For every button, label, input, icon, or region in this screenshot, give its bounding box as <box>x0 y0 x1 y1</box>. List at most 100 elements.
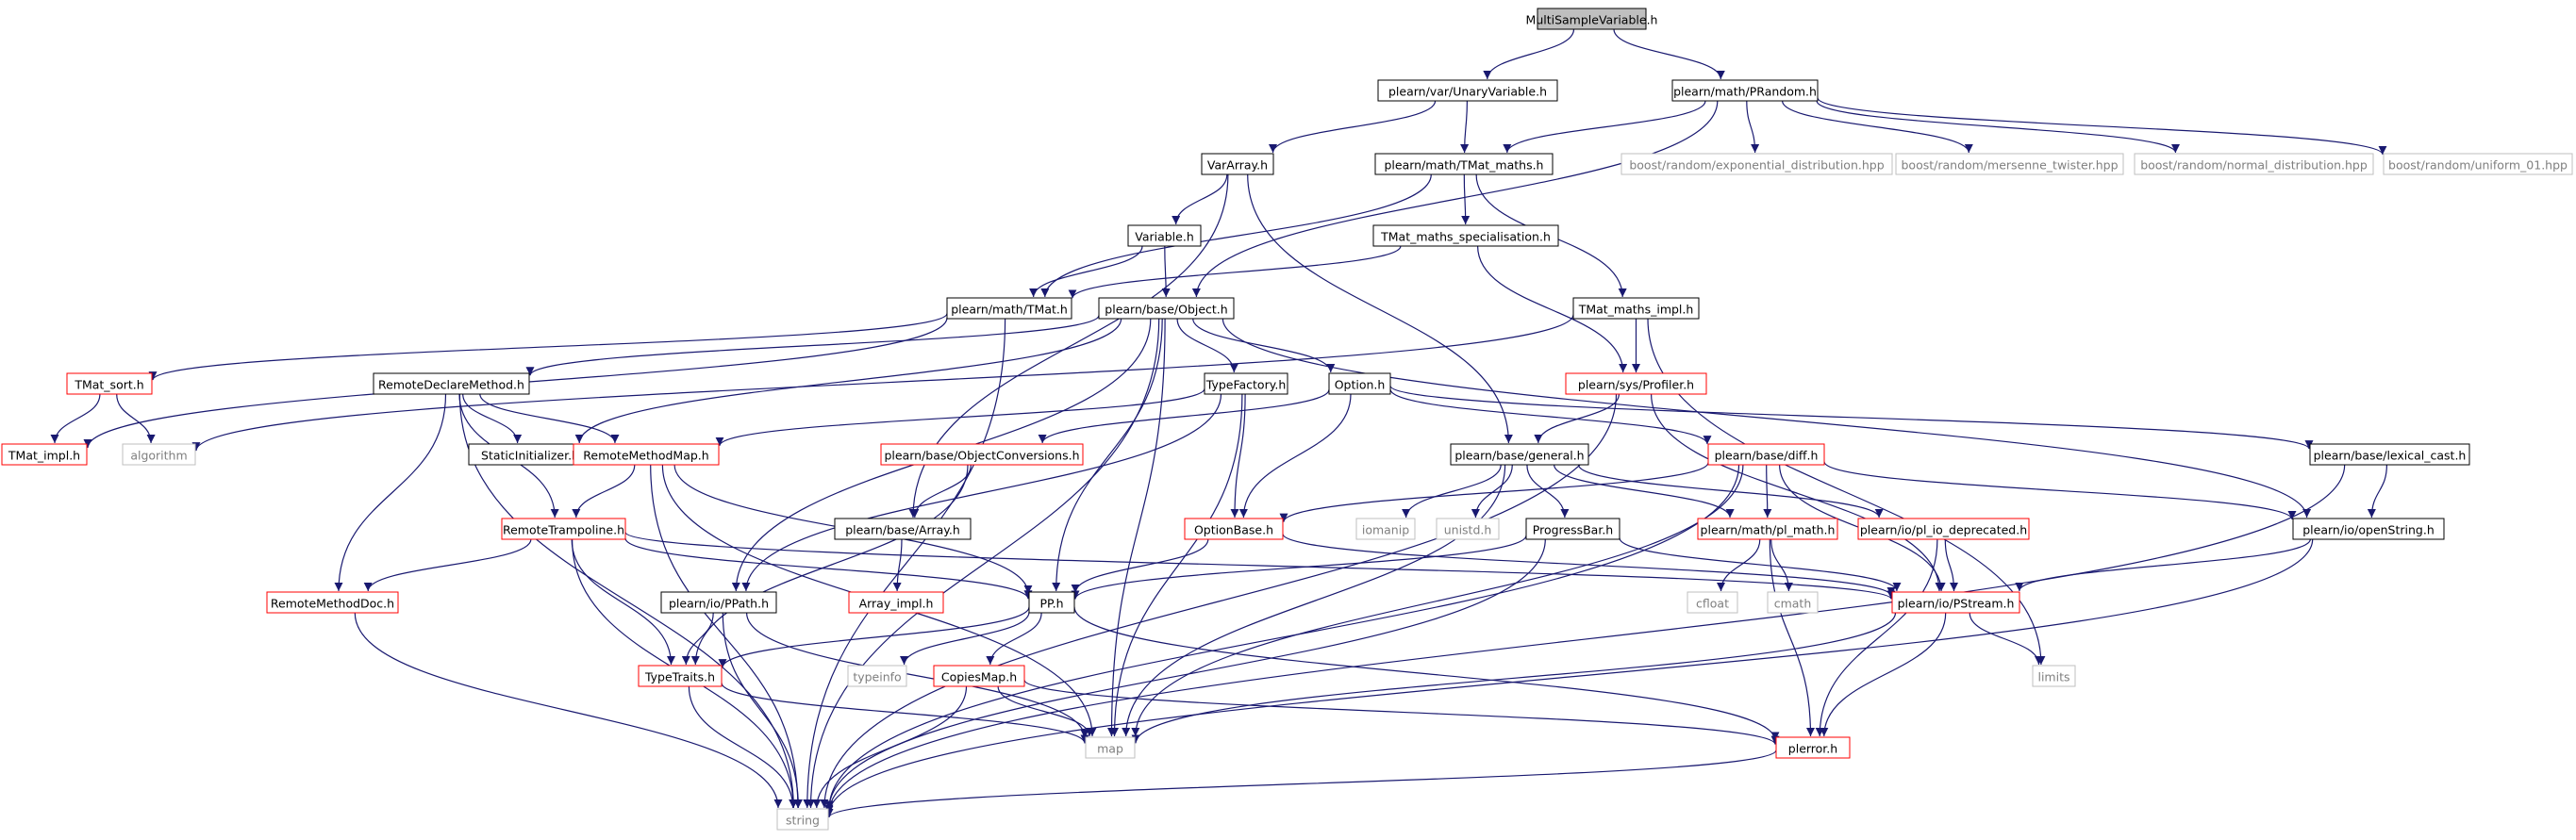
edge-general-to-iomanip <box>1402 464 1502 519</box>
node-copiesmap[interactable]: CopiesMap.h <box>933 665 1025 687</box>
node-diff[interactable]: plearn/base/diff.h <box>1707 443 1825 466</box>
node-array[interactable]: plearn/base/Array.h <box>834 518 972 540</box>
node-label: CopiesMap.h <box>941 670 1017 684</box>
node-box <box>2134 153 2374 175</box>
edge-object-to-option <box>1192 318 1336 373</box>
node-limits[interactable]: limits <box>2032 665 2076 687</box>
node-box <box>1 443 88 466</box>
edge-rmm-to-rtramp <box>572 464 636 519</box>
node-box <box>946 297 1072 320</box>
node-tmatmaths[interactable]: plearn/math/TMat_maths.h <box>1374 153 1554 175</box>
node-box <box>1671 79 1819 102</box>
node-box <box>1355 518 1416 540</box>
edge-rtramp-to-pstream <box>624 532 1896 600</box>
node-label: string <box>786 814 820 828</box>
node-pliodep[interactable]: plearn/io/pl_io_deprecated.h <box>1857 518 2030 540</box>
node-label: ProgressBar.h <box>1533 523 1613 537</box>
node-iomanip[interactable]: iomanip <box>1355 518 1416 540</box>
node-label: plearn/io/PStream.h <box>1898 597 2015 611</box>
edge-object-to-rdm <box>525 315 1100 376</box>
node-box <box>2383 153 2573 175</box>
edge-general-to-unistd <box>1471 464 1513 519</box>
node-typeinfo[interactable]: typeinfo <box>847 665 907 687</box>
node-bmt[interactable]: boost/random/mersenne_twister.hpp <box>1895 153 2124 175</box>
edge-prandom-to-bmt <box>1782 100 1973 154</box>
edge-rdm-to-staticinit <box>462 393 523 444</box>
node-label: RemoteDeclareMethod.h <box>378 378 524 392</box>
node-tsort[interactable]: TMat_sort.h <box>66 372 153 395</box>
edges-layer <box>50 28 2387 818</box>
node-cfloat[interactable]: cfloat <box>1687 591 1738 614</box>
node-tmat[interactable]: plearn/math/TMat.h <box>946 297 1072 320</box>
node-typefactory[interactable]: TypeFactory.h <box>1204 372 1288 395</box>
node-arrayimpl[interactable]: Array_impl.h <box>848 591 944 614</box>
node-label: PP.h <box>1039 597 1063 611</box>
node-object[interactable]: plearn/base/Object.h <box>1098 297 1235 320</box>
node-optionbase[interactable]: OptionBase.h <box>1184 518 1284 540</box>
node-tmimpl[interactable]: TMat_maths_impl.h <box>1572 297 1700 320</box>
edge-progress-to-pp <box>1071 535 1527 600</box>
node-buni[interactable]: boost/random/uniform_01.hpp <box>2383 153 2573 175</box>
edge-optionbase-to-pp <box>1071 538 1209 594</box>
edge-copiesmap-to-string <box>812 685 968 809</box>
edge-typetraits-to-string <box>688 685 798 809</box>
node-unistd[interactable]: unistd.h <box>1436 518 1500 540</box>
node-box <box>1201 153 1274 175</box>
node-rmdoc[interactable]: RemoteMethodDoc.h <box>266 591 399 614</box>
node-box <box>66 372 153 395</box>
edge-tmat-to-string <box>803 318 1006 809</box>
node-progress[interactable]: ProgressBar.h <box>1525 518 1620 540</box>
edge-diff-to-plmath <box>1763 464 1772 519</box>
edge-rdm-to-rmdoc <box>334 393 447 592</box>
node-variable[interactable]: Variable.h <box>1127 224 1202 247</box>
node-label: boost/random/uniform_01.hpp <box>2388 158 2568 173</box>
node-tmatimpl[interactable]: TMat_impl.h <box>1 443 88 466</box>
edge-progress-to-string <box>824 538 1546 810</box>
edge-optionbase-to-pstream <box>1282 534 1896 597</box>
node-label: TMat_sort.h <box>74 378 143 392</box>
edge-lexcast-to-string <box>824 464 2346 814</box>
node-rtramp[interactable]: RemoteTrampoline.h <box>501 518 626 540</box>
node-bexp[interactable]: boost/random/exponential_distribution.hp… <box>1620 153 1893 175</box>
edge-option-to-objconv <box>1038 388 1330 444</box>
node-vararray[interactable]: VarArray.h <box>1201 153 1274 175</box>
node-label: plearn/math/TMat.h <box>951 303 1068 317</box>
node-general[interactable]: plearn/base/general.h <box>1450 443 1589 466</box>
node-profiler[interactable]: plearn/sys/Profiler.h <box>1565 372 1707 395</box>
node-rdm[interactable]: RemoteDeclareMethod.h <box>373 372 530 395</box>
node-map[interactable]: map <box>1085 736 1136 759</box>
node-cmath[interactable]: cmath <box>1767 591 1819 614</box>
node-msv[interactable]: MultiSampleVariable.h <box>1526 8 1658 30</box>
node-label: plearn/io/PPath.h <box>669 597 769 611</box>
node-lexcast[interactable]: plearn/base/lexical_cast.h <box>2309 443 2470 466</box>
edge-variable-to-tmat <box>1029 245 1143 298</box>
node-bnorm[interactable]: boost/random/normal_distribution.hpp <box>2134 153 2374 175</box>
node-prandom[interactable]: plearn/math/PRandom.h <box>1671 79 1819 102</box>
node-ppath[interactable]: plearn/io/PPath.h <box>660 591 777 614</box>
node-string[interactable]: string <box>776 808 829 831</box>
node-unary[interactable]: plearn/var/UnaryVariable.h <box>1377 79 1558 102</box>
node-rmm[interactable]: RemoteMethodMap.h <box>573 443 720 466</box>
edge-general-to-pliodep <box>1578 464 1884 519</box>
node-openstring[interactable]: plearn/io/openString.h <box>2292 518 2445 540</box>
node-label: Array_impl.h <box>859 597 934 611</box>
nodes-layer: MultiSampleVariable.h plearn/var/UnaryVar… <box>1 8 2573 831</box>
node-pstream[interactable]: plearn/io/PStream.h <box>1891 591 2020 614</box>
node-box <box>1687 591 1738 614</box>
node-plerror[interactable]: plerror.h <box>1775 736 1851 759</box>
node-box <box>1565 372 1707 395</box>
node-objconv[interactable]: plearn/base/ObjectConversions.h <box>880 443 1084 466</box>
node-algorithm[interactable]: algorithm <box>122 443 196 466</box>
node-label: plearn/sys/Profiler.h <box>1578 378 1694 392</box>
edge-general-to-progress <box>1526 464 1570 519</box>
node-label: boost/random/normal_distribution.hpp <box>2140 158 2368 173</box>
edge-vararray-to-general <box>1247 173 1513 444</box>
node-tmspec[interactable]: TMat_maths_specialisation.h <box>1372 224 1559 247</box>
node-plmath[interactable]: plearn/math/pl_math.h <box>1697 518 1838 540</box>
node-typetraits[interactable]: TypeTraits.h <box>638 665 723 687</box>
edge-typefactory-to-map <box>1110 393 1243 737</box>
edge-object-to-staticinit <box>574 318 1122 444</box>
node-pp[interactable]: PP.h <box>1028 591 1075 614</box>
node-option[interactable]: Option.h <box>1328 372 1391 395</box>
